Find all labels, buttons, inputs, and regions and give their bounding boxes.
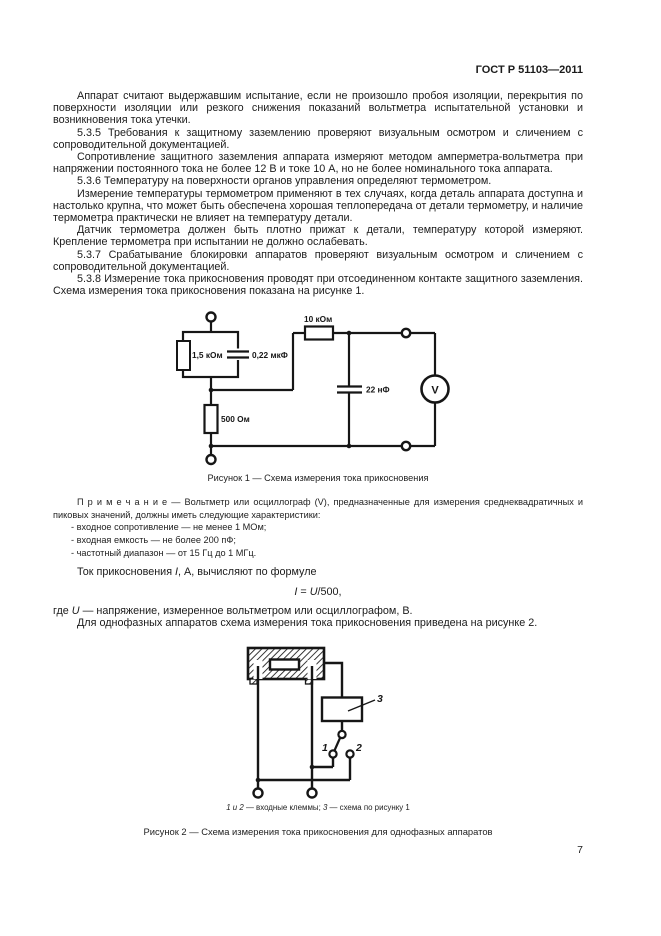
- fig2-switch-arm: [333, 737, 342, 751]
- legend-terminals: 1 и 2: [226, 803, 244, 812]
- fig1-bottom-terminal-icon: [205, 453, 217, 466]
- fig2-contact1-icon: [328, 749, 338, 759]
- formula-intro-post: , А, вычисляют по формуле: [178, 566, 317, 578]
- note-lead: П р и м е ч а н и е — Вольтметр или осци…: [53, 497, 583, 520]
- note-item: - входное сопротивление — не менее 1 МОм…: [71, 522, 267, 533]
- fig1-right-top-terminal-icon: [400, 327, 412, 339]
- fig2-label-1: 1: [322, 742, 328, 754]
- where-pre: где: [53, 605, 72, 617]
- formula-var-i: I: [294, 586, 298, 598]
- fig2-internal-element: [268, 658, 301, 671]
- figure2-circuit-diagram: 1 2 3: [246, 646, 383, 799]
- body-paragraph-5-3-5: 5.3.5 Требования к защитному заземлению …: [53, 126, 583, 151]
- body-paragraph-5-3-8: 5.3.8 Измерение тока прикосновения прово…: [53, 273, 583, 298]
- body-paragraph: Датчик термометра должен быть плотно при…: [53, 224, 583, 249]
- fig1-label-500: 500 Ом: [221, 414, 250, 424]
- fig1-label-22nf: 22 нФ: [366, 385, 390, 395]
- page-number: 7: [577, 844, 583, 856]
- fig1-label-022uf: 0,22 мкФ: [252, 350, 288, 360]
- fig2-bottom-terminal-right-icon: [306, 787, 318, 799]
- formula: I = U/500,: [53, 586, 583, 598]
- figure1-caption: Рисунок 1 — Схема измерения тока прикосн…: [207, 473, 429, 483]
- body-text-block: Аппарат считают выдержавшим испытание, е…: [53, 90, 583, 297]
- fig1-label-1k5: 1,5 кОм: [192, 350, 223, 360]
- fig2-bottom-terminal-left-icon: [252, 787, 264, 799]
- body-paragraph: Измерение температуры термометром примен…: [53, 187, 583, 225]
- legend-text2: — схема по рисунку 1: [327, 803, 410, 812]
- fig2-contact2-icon: [345, 749, 355, 759]
- formula-intro-var: I: [175, 566, 179, 578]
- formula-intro-pre: Ток прикосновения: [77, 566, 176, 578]
- body-paragraph: Сопротивление защитного заземления аппар…: [53, 151, 583, 176]
- note-block: П р и м е ч а н и е — Вольтметр или осци…: [53, 496, 583, 560]
- body-paragraph-5-3-6: 5.3.6 Температуру на поверхности органов…: [77, 175, 492, 188]
- fig1-voltmeter-letter: V: [431, 385, 439, 397]
- fig1-label-10k: 10 кОм: [304, 314, 332, 324]
- fig1-resistor-500-icon: [203, 403, 219, 435]
- formula-denominator: /500,: [317, 586, 342, 598]
- fig2-switch-pivot-contact-icon: [337, 729, 347, 740]
- where-post: — напряжение, измеренное вольтметром или…: [79, 605, 413, 617]
- fig2-pointer-line: [347, 699, 376, 712]
- figure1-circuit-diagram: 1,5 кОм 0,22 мкФ 10 кОм 22 нФ 500 Ом V: [176, 311, 450, 466]
- standard-number-header: ГОСТ Р 51103—2011: [475, 64, 583, 76]
- body-paragraph-5-3-7: 5.3.7 Срабатывание блокировки аппаратов …: [53, 248, 583, 273]
- figure2-caption: Рисунок 2 — Схема измерения тока прикосн…: [143, 826, 493, 837]
- formula-where-line: где U — напряжение, измеренное вольтметр…: [53, 605, 583, 617]
- fig2-bushing-left: [249, 678, 258, 685]
- fig2-label-3: 3: [377, 693, 383, 705]
- figure2-legend: 1 и 2 — входные клеммы; 3 — схема по рис…: [53, 803, 583, 812]
- note-item: - частотный диапазон — от 15 Гц до 1 МГц…: [71, 547, 257, 558]
- fig1-resistor-10k-icon: [303, 325, 335, 341]
- fig1-top-terminal-icon: [205, 311, 217, 323]
- note-item: - входная емкость — не более 200 пФ;: [71, 535, 236, 546]
- where-var: U: [71, 605, 80, 617]
- formula-equals: =: [297, 586, 310, 598]
- fig1-resistor-1k5-icon: [176, 340, 191, 371]
- fig2-label-2: 2: [355, 742, 362, 754]
- fig1-right-bottom-terminal-icon: [400, 440, 412, 452]
- formula-var-u: U: [309, 586, 318, 598]
- legend-text1: — входные клеммы;: [243, 803, 323, 812]
- body-paragraph: Аппарат считают выдержавшим испытание, е…: [53, 90, 583, 127]
- fig2-circuit3-box: [320, 696, 364, 723]
- figure2-intro-line: Для однофазных аппаратов схема измерения…: [77, 617, 538, 629]
- legend-circuit: 3: [322, 803, 328, 812]
- formula-intro-line: Ток прикосновения I, А, вычисляют по фор…: [53, 566, 583, 578]
